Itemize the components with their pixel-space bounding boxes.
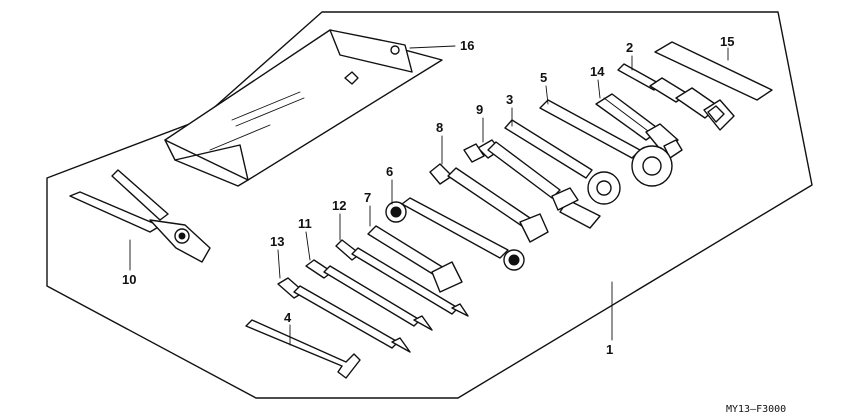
- screwdriver-11: [305, 259, 433, 331]
- hex-key: [245, 319, 361, 379]
- callout-16: 16: [460, 38, 474, 53]
- callout-1: 1: [606, 342, 613, 357]
- strap: [654, 41, 773, 101]
- callout-2: 2: [626, 40, 633, 55]
- callout-15: 15: [720, 34, 734, 49]
- open-end-wrench-9: [463, 139, 579, 211]
- ratchet-wrench: [385, 197, 525, 271]
- callout-11: 11: [298, 216, 312, 231]
- callout-13: 13: [270, 234, 284, 249]
- screwdriver-handle: [595, 93, 683, 159]
- box-wrench: [539, 99, 673, 187]
- callout-8: 8: [436, 120, 443, 135]
- callout-14: 14: [590, 64, 605, 79]
- callout-5: 5: [540, 70, 547, 85]
- callout-4: 4: [284, 310, 292, 325]
- callout-3: 3: [506, 92, 513, 107]
- screwdriver-12: [335, 239, 469, 317]
- open-end-wrench-7: [367, 225, 463, 293]
- callout-6: 6: [386, 164, 393, 179]
- tool-bag: [164, 29, 443, 187]
- combination-wrench-3: [504, 119, 621, 229]
- pliers: [69, 169, 211, 263]
- callout-7: 7: [364, 190, 371, 205]
- screwdriver-13: [277, 277, 411, 353]
- callout-9: 9: [476, 102, 483, 117]
- callout-12: 12: [332, 198, 346, 213]
- open-end-wrench-8: [429, 163, 549, 243]
- spark-plug-wrench: [617, 63, 735, 131]
- callout-10: 10: [122, 272, 136, 287]
- kit-boundary-frame: [46, 11, 813, 399]
- diagram-code: MY13–F3000: [726, 404, 786, 415]
